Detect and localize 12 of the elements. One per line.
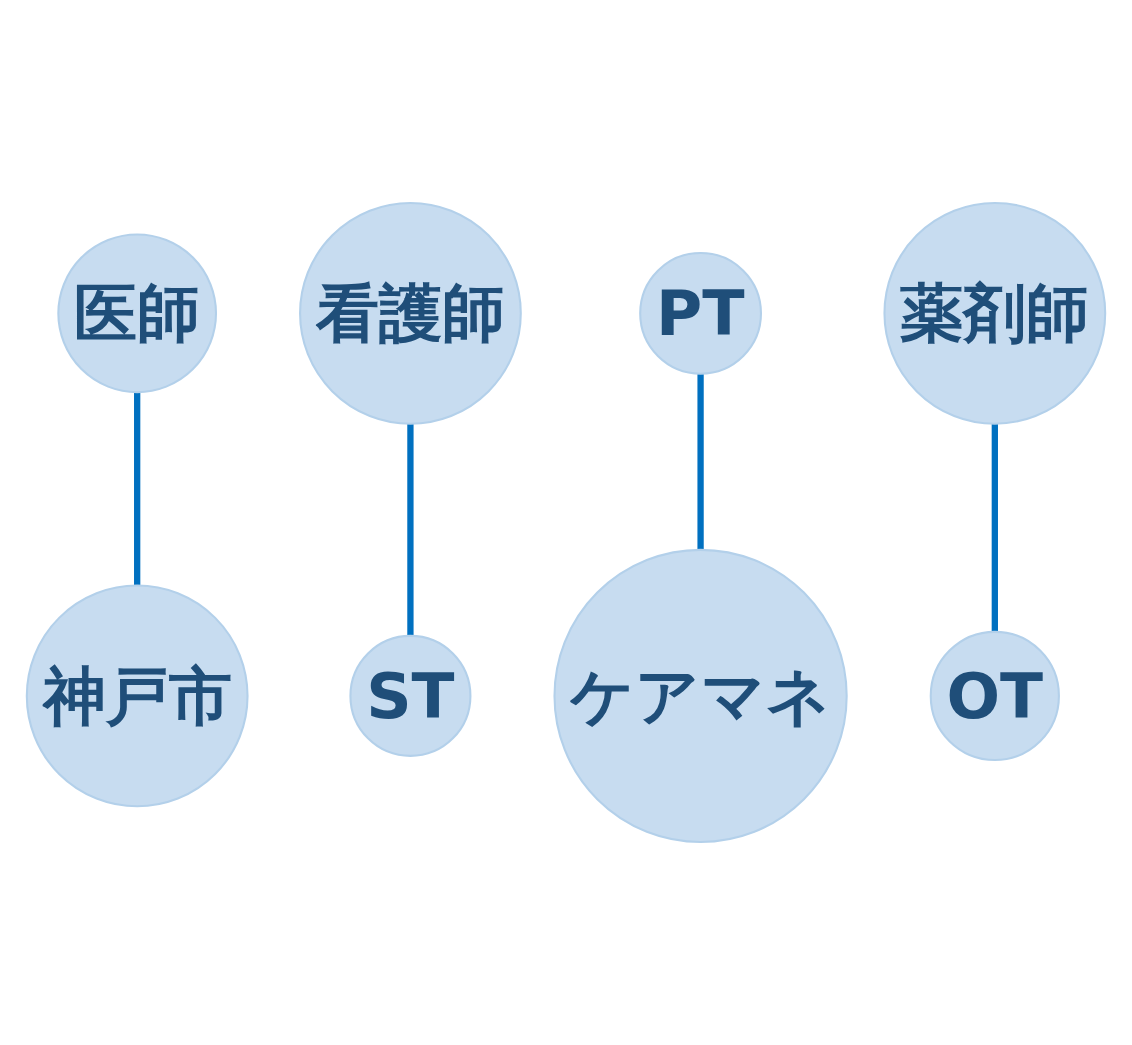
- connector: [991, 423, 998, 632]
- node-circle: 神戸市: [25, 584, 249, 808]
- node-circle: 医師: [57, 233, 218, 394]
- node-circle: 薬剤師: [883, 201, 1107, 425]
- node-circle: ケアマネ: [553, 548, 848, 844]
- connector: [407, 423, 414, 636]
- node-circle: 看護師: [299, 201, 522, 425]
- node-circle: PT: [639, 251, 762, 375]
- connector: [697, 373, 704, 550]
- node-circle: OT: [929, 630, 1060, 762]
- node-circle: ST: [349, 634, 472, 757]
- connector: [134, 392, 141, 586]
